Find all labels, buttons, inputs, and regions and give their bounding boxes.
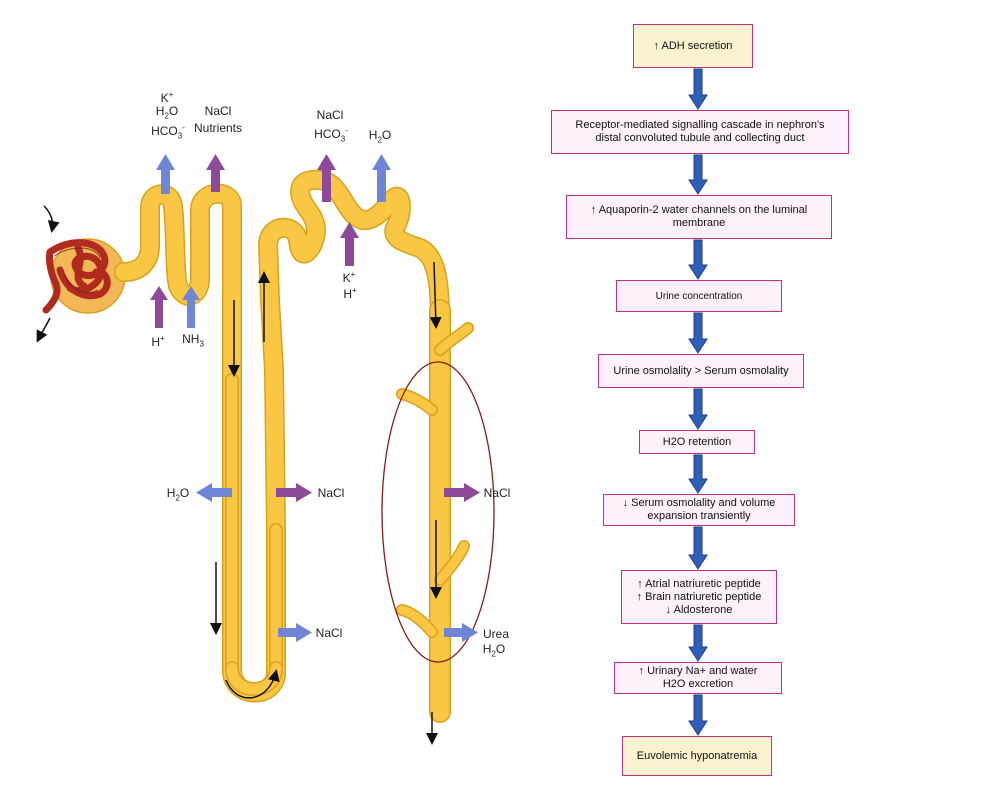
label-pct-nutrients: Nutrients: [193, 121, 243, 135]
flow-down-arrow-8: [688, 624, 708, 662]
step-euvolemic-hyponatremia: Euvolemic hyponatremia: [622, 736, 772, 776]
up-arrow-blue-pct: [156, 154, 175, 194]
label-pct-h2o: H2O: [155, 104, 179, 121]
label-dct-nacl: NaCl: [316, 108, 344, 122]
label-pct-hco3: HCO3-: [151, 123, 185, 141]
label-dct-h2o: H2O: [368, 128, 392, 145]
step-natriuretic-peptides: ↑ Atrial natriuretic peptide↑ Brain natr…: [621, 570, 777, 624]
label-desc-h2o: H2O: [166, 486, 190, 503]
label-cd-h2o: H2O: [482, 642, 506, 659]
up-arrow-purple-dct: [317, 154, 336, 202]
collecting-duct: [396, 299, 474, 723]
label-cd-urea: Urea: [482, 627, 509, 641]
flow-arrows: [36, 205, 442, 745]
up-arrow-purple-k: [340, 222, 359, 266]
flow-down-arrow-6: [688, 454, 708, 494]
step-adh-secretion: ↑ ADH secretion: [633, 24, 753, 68]
tubule: [114, 169, 450, 703]
transport-arrows: [150, 154, 480, 642]
right-arrow-purple-asc: [276, 483, 312, 502]
flow-down-arrow-2: [688, 154, 708, 195]
glomerulus: [42, 239, 111, 314]
label-dct-h: H+: [343, 286, 357, 301]
label-dct-hco3: HCO3-: [314, 126, 348, 144]
medulla-ellipse: [381, 361, 495, 663]
up-arrow-purple-h: [150, 286, 168, 328]
left-arrow-blue-desc: [196, 483, 232, 502]
up-arrow-blue-nh3: [182, 286, 200, 328]
step-h2o-retention: H2O retention: [639, 430, 755, 454]
label-pct-nacl: NaCl: [204, 104, 232, 118]
right-arrow-blue-thinasc: [278, 623, 312, 642]
flow-down-arrow-7: [688, 526, 708, 570]
label-dct-k: K+: [342, 270, 356, 285]
label-thinasc-nacl: NaCl: [315, 626, 343, 640]
step-aquaporin: ↑ Aquaporin-2 water channels on the lumi…: [566, 195, 832, 239]
up-arrow-purple-pct: [206, 154, 225, 192]
flow-down-arrow-1: [688, 68, 708, 110]
right-arrow-blue-cd: [444, 623, 478, 642]
flow-down-arrow-4: [688, 312, 708, 354]
flow-down-arrow-9: [688, 694, 708, 736]
label-pct-k: K+: [160, 90, 174, 105]
label-nh3: NH3: [182, 332, 204, 349]
flow-down-arrow-5: [688, 388, 708, 430]
right-arrow-purple-cd: [444, 483, 480, 502]
flow-down-arrow-3: [688, 239, 708, 280]
label-asc-nacl: NaCl: [317, 486, 345, 500]
step-urine-concentration: Urine concentration: [616, 280, 782, 312]
up-arrow-blue-dct: [372, 154, 391, 202]
nephron-diagram: [36, 154, 495, 745]
step-receptor-cascade: Receptor-mediated signalling cascade in …: [551, 110, 849, 154]
step-urine-osmolality: Urine osmolality > Serum osmolality: [598, 354, 804, 388]
label-h-plus: H+: [151, 334, 165, 349]
label-cd-nacl: NaCl: [483, 486, 511, 500]
